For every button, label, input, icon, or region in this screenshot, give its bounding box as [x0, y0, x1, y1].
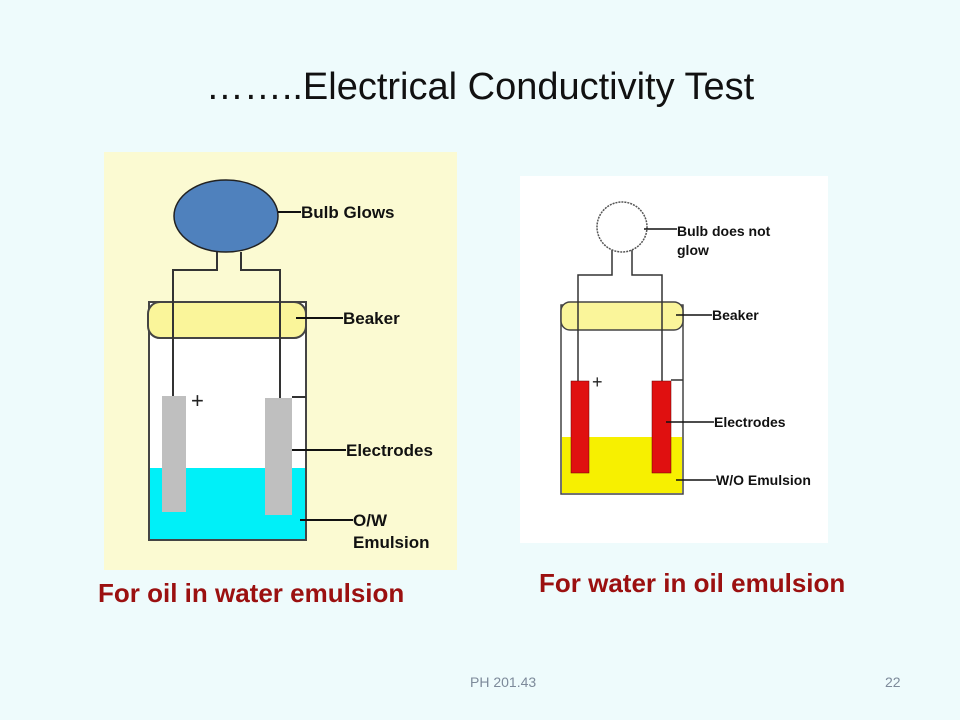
water-in-oil-diagram: + Bulb does not glow Beaker Electrodes W…	[520, 176, 828, 543]
label-emulsion: Emulsion	[353, 533, 430, 552]
beaker-lid	[147, 301, 307, 339]
electrode-left	[162, 396, 186, 512]
plus-sign: +	[191, 388, 204, 413]
wire-left	[577, 250, 613, 382]
label-beaker: Beaker	[343, 309, 400, 328]
bulb-glowing	[173, 179, 279, 253]
oil-in-water-diagram: + Bulb Glows Beaker Electrodes O/W Emuls…	[104, 152, 457, 570]
label-electrodes: Electrodes	[714, 414, 786, 430]
wire-right	[240, 252, 281, 399]
wire-left	[172, 252, 218, 397]
plus-sign: +	[592, 372, 603, 392]
label-glow: glow	[677, 242, 709, 258]
label-wo-emulsion: W/O Emulsion	[716, 472, 811, 488]
footer-course-code: PH 201.43	[470, 674, 537, 690]
label-bulb-glows: Bulb Glows	[301, 203, 395, 222]
beaker-lid	[560, 301, 684, 331]
label-ow: O/W	[353, 511, 388, 530]
label-bulb-does-not: Bulb does not	[677, 223, 771, 239]
slide-number: 22	[885, 674, 901, 690]
label-electrodes: Electrodes	[346, 441, 433, 460]
caption-water-in-oil: For water in oil emulsion	[539, 568, 846, 598]
electrode-left	[570, 380, 590, 474]
electrode-right	[265, 398, 292, 515]
caption-oil-in-water: For oil in water emulsion	[98, 578, 405, 608]
wire-right	[631, 250, 663, 382]
slide-title: ……..Electrical Conductivity Test	[205, 66, 755, 108]
bulb-not-glowing	[596, 201, 648, 253]
label-beaker: Beaker	[712, 307, 759, 323]
electrode-right	[651, 380, 672, 474]
